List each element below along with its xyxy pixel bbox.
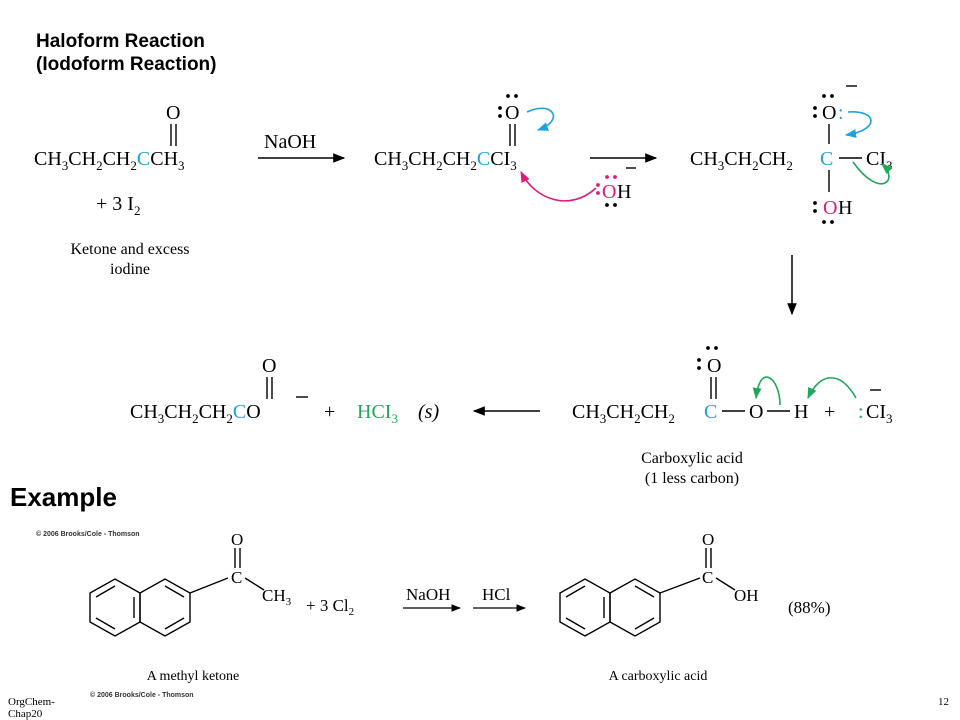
title-line-1: Haloform Reaction [36,31,205,52]
svg-text:H: H [617,181,631,203]
ketone-formula: CH3CH2CH2CCH3 [34,148,185,173]
svg-text:CH3CH2CH2: CH3CH2CH2 [690,148,793,173]
svg-text::: : [838,102,844,124]
triiodoketone-structure: O CH3CH2CH2CCI3 [374,94,555,173]
example-acid-hydroxyl: OH [734,586,759,605]
example-caption-methyl-ketone: A methyl ketone [146,669,240,684]
svg-text:O: O [602,181,616,203]
example-chlorine-reactant: + 3 Cl2 [306,596,354,618]
iodoform-state-label: (s) [418,401,439,423]
svg-text:CI3: CI3 [866,401,893,426]
example-heading: Example [10,482,117,512]
example-naoh-label: NaOH [406,585,450,604]
svg-text:+: + [824,401,835,423]
naoh-reagent-label: NaOH [264,131,316,153]
carboxylic-acid-and-triiodomethide: O CH3CH2CH2 C O H + : CI3 [572,346,893,426]
iodine-reactant: + 3 I2 [96,193,140,218]
svg-text:H: H [794,401,808,423]
svg-text:+: + [324,401,335,423]
ketone-carbonyl-oxygen: O [166,102,180,124]
ketone-caption: Ketone and excess iodine [70,241,190,278]
svg-text:CH3CH2CH2CO: CH3CH2CH2CO [130,401,261,426]
curved-arrow-hydroxide-attack [520,170,597,202]
svg-text:O: O [822,102,836,124]
example-ketone-oxygen: O [231,530,243,549]
footer-chapter-label: OrgChem- Chap20 [8,696,55,720]
methyl-ketone-structure: O CH3CH2CH2CCH3 [34,102,185,173]
example-caption-carboxylic-acid: A carboxylic acid [608,669,708,684]
carboxylate-product: O CH3CH2CH2CO + HCI3 [130,355,398,426]
naphthoic-acid [559,548,736,637]
example-ketone-carbon: C [231,568,242,587]
svg-text:CH3CH2CH2CCI3: CH3CH2CH2CCI3 [374,148,517,173]
svg-text::: : [858,401,864,423]
svg-text:C: C [704,401,717,423]
svg-text:O: O [505,102,519,124]
svg-text:CI3: CI3 [866,148,893,173]
curved-arrow-pi-to-oxygen [526,107,555,131]
svg-text:O: O [749,401,763,423]
example-acid-carbon: C [702,568,713,587]
title-line-2: (Iodoform Reaction) [36,54,217,75]
methyl-naphthyl-ketone [89,548,265,637]
svg-text:HCI3: HCI3 [357,401,398,426]
copyright-notice-top: © 2006 Brooks/Cole - Thomson [36,531,140,538]
page-number: 12 [938,696,949,708]
example-acid-oxygen: O [702,530,714,549]
svg-text:O: O [823,197,837,219]
svg-text:H: H [838,197,852,219]
example-yield: (88%) [788,598,830,617]
copyright-notice-bottom: © 2006 Brooks/Cole - Thomson [90,692,194,699]
example-ketone-methyl: CH3 [262,586,292,608]
carboxylic-acid-caption: Carboxylic acid (1 less carbon) [641,450,743,487]
svg-text:O: O [262,355,276,377]
svg-text:O: O [707,355,721,377]
svg-text:C: C [820,148,833,170]
example-hcl-label: HCl [482,585,511,604]
svg-text:CH3CH2CH2: CH3CH2CH2 [572,401,675,426]
